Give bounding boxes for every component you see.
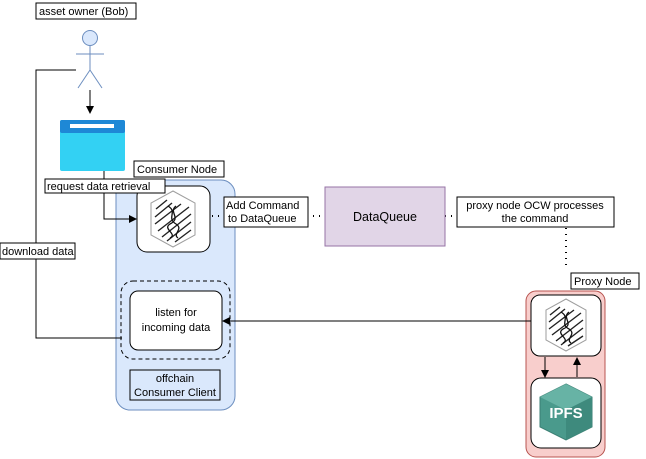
request-data-label: request data retrieval	[47, 181, 150, 193]
request-data-label-box	[44, 178, 166, 194]
data-queue-label: DataQueue	[353, 210, 417, 224]
proxy-node-label-box	[570, 272, 640, 290]
client-label-line2: Consumer Client	[134, 387, 216, 399]
listen-label-line1: listen for	[155, 307, 197, 319]
client-label-line1: offchain	[156, 373, 194, 385]
proxy-ocw-label-line2: the command	[502, 213, 569, 225]
substrate-icon	[150, 190, 196, 248]
ipfs-logo: IPFS	[539, 383, 593, 441]
asset-owner-actor	[76, 30, 104, 89]
proxy-ocw-label-box	[456, 196, 615, 228]
add-command-label-line2: to DataQueue	[228, 213, 297, 225]
data-queue-box	[324, 186, 446, 247]
add-command-label-line1: Add Command	[226, 200, 299, 212]
listen-container	[120, 280, 231, 360]
listen-box	[129, 290, 223, 351]
consumer-node-label-box	[133, 160, 225, 178]
ipfs-logo-text: IPFS	[549, 405, 582, 422]
substrate-icon	[545, 298, 587, 352]
edge-download-data	[35, 69, 122, 339]
client-label-box	[129, 369, 221, 401]
app-window-icon	[60, 120, 125, 171]
asset-owner-label-box	[35, 2, 137, 20]
proxy-node-label: Proxy Node	[574, 276, 631, 288]
consumer-node-label: Consumer Node	[137, 164, 217, 176]
proxy-ocw-label-line1: proxy node OCW processes	[466, 200, 604, 212]
download-data-label: download data	[2, 246, 74, 258]
asset-owner-label: asset owner (Bob)	[39, 6, 128, 18]
add-command-label-box	[223, 196, 309, 228]
download-data-label-box	[0, 242, 76, 260]
listen-label-line2: incoming data	[142, 322, 211, 334]
